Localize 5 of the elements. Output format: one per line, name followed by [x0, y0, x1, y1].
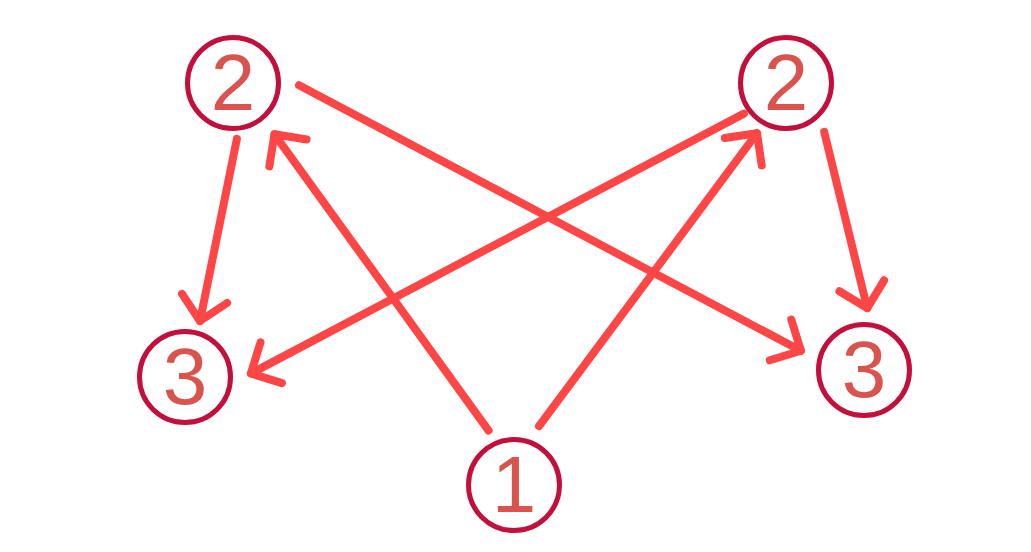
- arrow: [178, 134, 241, 325]
- arrow: [265, 130, 493, 435]
- arrow: [535, 129, 766, 431]
- arrow: [246, 109, 748, 388]
- arrow: [295, 81, 805, 365]
